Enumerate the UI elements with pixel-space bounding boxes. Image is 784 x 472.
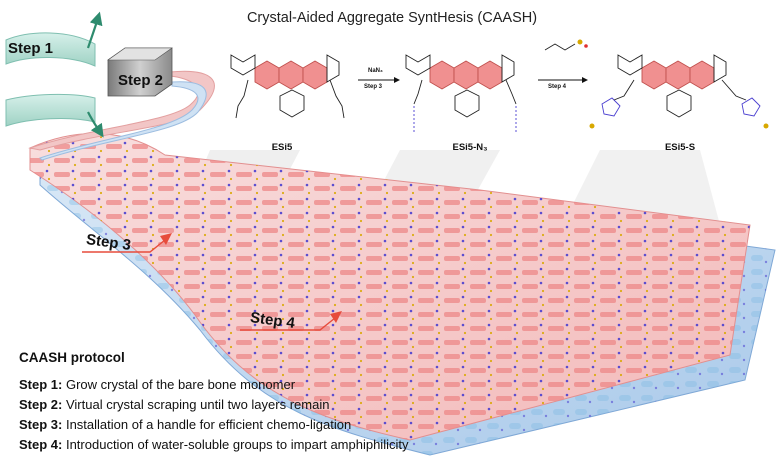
step4-arrow-icon <box>330 311 342 323</box>
protocol-title: CAASH protocol <box>19 350 125 365</box>
molecule-label-esi5-s: ESi5-S <box>664 142 696 153</box>
arrow-up-icon <box>86 11 103 49</box>
crystal-block-top <box>107 47 173 61</box>
reaction-arrow-step3-head <box>394 77 400 83</box>
molecule-label-esi5-n3: ESi5-N₃ <box>452 142 488 153</box>
protocol-box: CAASH protocol Step 1: Grow crystal of t… <box>19 350 408 455</box>
reaction-label-step3: Step 3 <box>364 84 383 90</box>
step3-pointer <box>82 239 166 253</box>
reaction-label-step4: Step 4 <box>548 84 567 90</box>
arrow-down-icon <box>87 111 104 138</box>
crystal-slab-lower <box>5 93 96 127</box>
protocol-step-text: Installation of a handle for efficient c… <box>65 417 352 432</box>
reaction-arrow-step4-head <box>582 77 588 83</box>
protocol-step-1: Step 1: Grow crystal of the bare bone mo… <box>19 375 408 395</box>
protocol-step-label: Step 3: <box>19 417 63 432</box>
protocol-step-label: Step 1: <box>19 377 63 392</box>
molecule-esi5-n3 <box>405 54 517 134</box>
protocol-step-2: Step 2: Virtual crystal scraping until t… <box>19 395 408 415</box>
figure-title: Crystal-Aided Aggregate SyntHesis (CAASH… <box>246 10 538 26</box>
molecule-label-esi5: ESi5 <box>271 142 293 153</box>
step2-label: Step 2 <box>118 72 164 89</box>
step1-label: Step 1 <box>8 40 54 57</box>
step4-pointer <box>240 317 336 331</box>
top-layer-molecules <box>30 133 750 440</box>
reagent-alkyne-sulfonate <box>544 39 588 51</box>
protocol-step-label: Step 4: <box>19 437 63 452</box>
protocol-step-text: Introduction of water-soluble groups to … <box>65 437 409 452</box>
protocol-step-text: Grow crystal of the bare bone monomer <box>65 377 296 392</box>
molecule-esi5 <box>230 54 345 119</box>
protocol-step-label: Step 2: <box>19 397 63 412</box>
protocol-step-3: Step 3: Installation of a handle for eff… <box>19 415 408 435</box>
ribbon-top <box>28 70 215 151</box>
protocol-step-text: Virtual crystal scraping until two layer… <box>65 397 330 412</box>
molecule-esi5-s <box>589 54 769 129</box>
ribbon-bottom <box>39 81 207 161</box>
protocol-step-4: Step 4: Introduction of water-soluble gr… <box>19 435 408 455</box>
crystal-slab-upper <box>5 32 96 67</box>
reagent-nan3: NaN₃ <box>368 68 383 74</box>
step3-arrow-icon <box>160 233 172 245</box>
